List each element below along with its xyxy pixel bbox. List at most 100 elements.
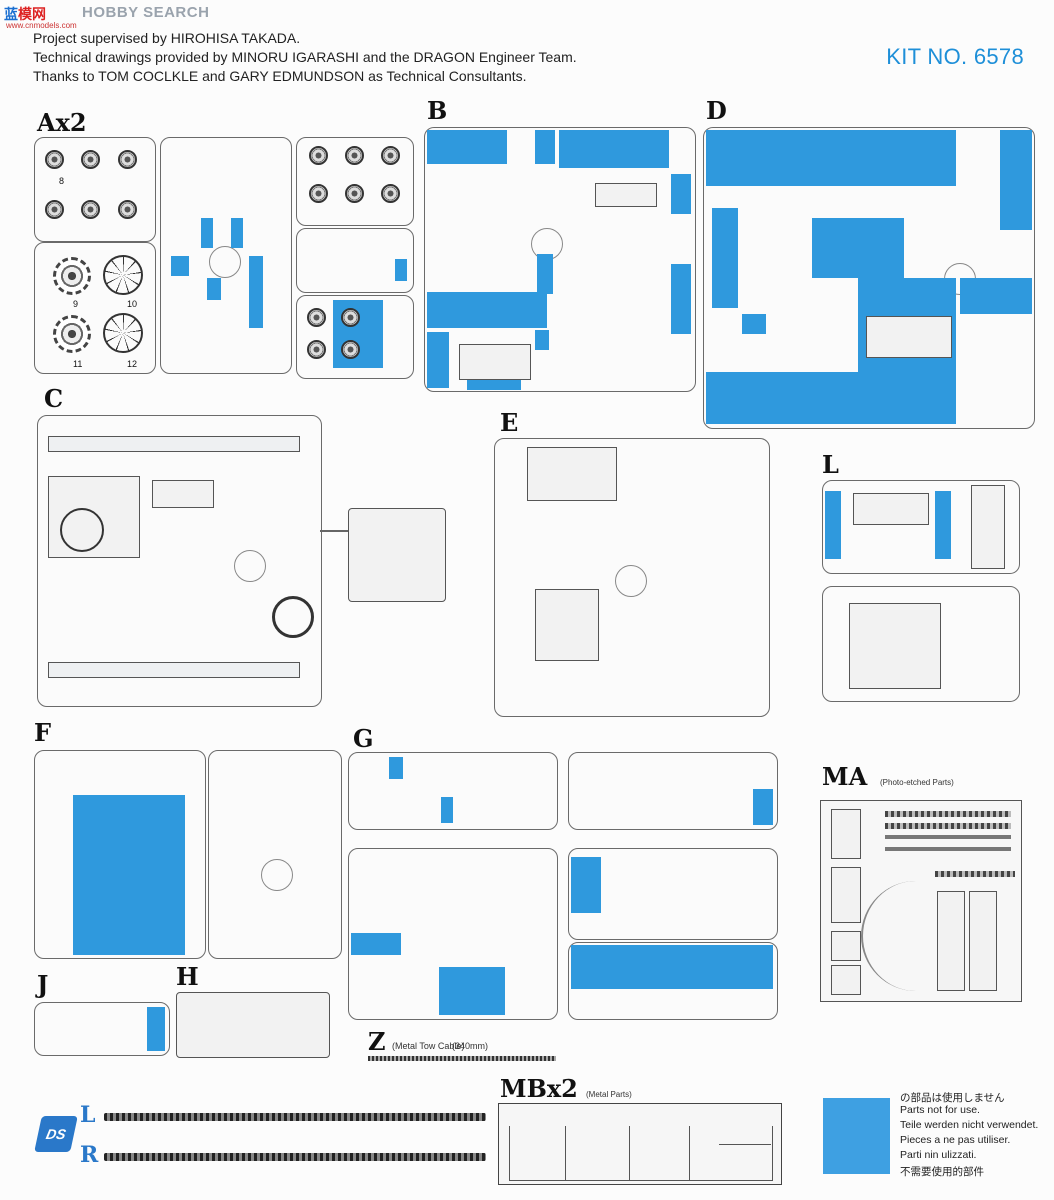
road-wheel — [309, 184, 328, 203]
sprue-f-side — [208, 750, 342, 959]
watermark-brand: HOBBY SEARCH — [82, 4, 210, 21]
unused-part-marker — [201, 218, 213, 248]
hull-part — [853, 493, 929, 525]
pe-grille — [937, 891, 965, 991]
drive-sprocket — [53, 315, 91, 353]
hull-part — [527, 447, 617, 501]
sprue-f-main — [34, 750, 206, 959]
sprue-d — [703, 127, 1035, 429]
road-wheel — [381, 146, 400, 165]
road-wheel — [81, 200, 100, 219]
legend-english: Parts not for use. — [900, 1104, 980, 1116]
road-wheel — [45, 200, 64, 219]
unused-part-marker — [706, 372, 956, 424]
sprue-e — [494, 438, 770, 717]
unused-part-marker — [571, 945, 773, 989]
unused-part-marker — [1000, 130, 1032, 230]
unused-part-marker — [439, 967, 505, 1015]
metal-parts-frame — [498, 1103, 782, 1185]
sprue-a-wheels-small: 8 — [34, 137, 156, 242]
unused-parts-swatch — [823, 1098, 890, 1174]
legend-japanese: の部品は使用しません — [900, 1092, 1005, 1104]
sprue-gate — [615, 565, 647, 597]
sprue-label-b: B — [427, 96, 448, 125]
sprue-g-bottom-right — [568, 942, 778, 1020]
unused-part-marker — [671, 264, 691, 334]
unused-part-marker — [441, 797, 453, 823]
unused-part-marker — [351, 933, 401, 955]
idler-wheel — [103, 313, 143, 353]
sprue-c — [37, 415, 322, 707]
plate-divider — [689, 1126, 690, 1180]
unused-part-marker — [427, 292, 547, 328]
unused-part-marker — [389, 757, 403, 779]
part-number: 8 — [59, 176, 65, 186]
sprue-a-center — [160, 137, 292, 374]
sprue-gate — [209, 246, 241, 278]
unused-part-marker — [960, 278, 1032, 314]
hull-plate — [866, 316, 952, 358]
sprue-j — [34, 1002, 170, 1056]
sprue-b — [424, 127, 696, 392]
sprue-label-l: L — [822, 450, 839, 479]
pe-strip — [935, 871, 1015, 877]
legend-french: Pieces a ne pas utiliser. — [900, 1134, 1011, 1146]
sprue-label-mb: MBx2 — [500, 1074, 578, 1103]
hatch-ring — [60, 508, 104, 552]
sprue-h-hull-plate — [176, 992, 330, 1058]
turret-ring — [272, 596, 314, 638]
sprue-a-wheels-bottom — [296, 295, 414, 379]
pe-panel — [831, 809, 861, 859]
pe-panel — [831, 965, 861, 995]
hull-box-part — [348, 508, 446, 602]
unused-part-marker — [812, 218, 904, 278]
metal-tow-cable — [368, 1056, 556, 1061]
part-number: 10 — [127, 299, 138, 309]
road-wheel — [381, 184, 400, 203]
unused-part-marker — [171, 256, 189, 276]
unused-part-marker — [535, 130, 555, 164]
pe-strip — [885, 811, 1011, 817]
unused-part-marker — [231, 218, 243, 248]
hatch-frame — [849, 603, 941, 689]
z-length: (340mm) — [452, 1041, 489, 1051]
sprue-label-f: F — [34, 718, 52, 747]
road-wheel — [118, 200, 137, 219]
sprue-label-ma: MA — [822, 762, 868, 791]
unused-part-marker — [147, 1007, 165, 1051]
unused-part-marker — [207, 278, 221, 300]
hull-part — [595, 183, 657, 207]
road-wheel — [81, 150, 100, 169]
sprue-gate — [261, 859, 293, 891]
sprue-g-top-left — [348, 752, 558, 830]
track-left — [104, 1113, 486, 1121]
sprue-l-bottom — [822, 586, 1020, 702]
road-wheel — [307, 340, 326, 359]
legend-chinese: 不需要使用的部件 — [900, 1166, 984, 1178]
credit-line-3: Thanks to TOM COCLKLE and GARY EDMUNDSON… — [33, 68, 527, 84]
sprue-g-middle-right — [568, 848, 778, 940]
metal-plate — [509, 1126, 773, 1181]
unused-part-marker — [559, 130, 669, 168]
fender-part — [48, 436, 300, 452]
unused-part-marker — [571, 857, 601, 913]
road-wheel — [345, 146, 364, 165]
unused-part-marker — [537, 254, 553, 294]
plate-divider — [629, 1126, 630, 1180]
watermark-logo: 蓝模网 — [4, 6, 46, 22]
unused-part-marker — [249, 256, 263, 328]
hull-part — [535, 589, 599, 661]
unused-part-marker — [712, 208, 738, 308]
unused-part-marker — [742, 314, 766, 334]
unused-part-marker — [73, 795, 185, 955]
road-wheel — [307, 308, 326, 327]
unused-part-marker — [935, 491, 951, 559]
road-wheel — [309, 146, 328, 165]
pe-strip — [885, 823, 1011, 829]
kit-number: KIT NO. 6578 — [886, 44, 1024, 69]
pe-panel — [831, 931, 861, 961]
road-wheel — [118, 150, 137, 169]
z-note: (Metal Tow Cable) — [392, 1041, 465, 1051]
unused-part-marker — [706, 130, 956, 186]
panel-part — [971, 485, 1005, 569]
